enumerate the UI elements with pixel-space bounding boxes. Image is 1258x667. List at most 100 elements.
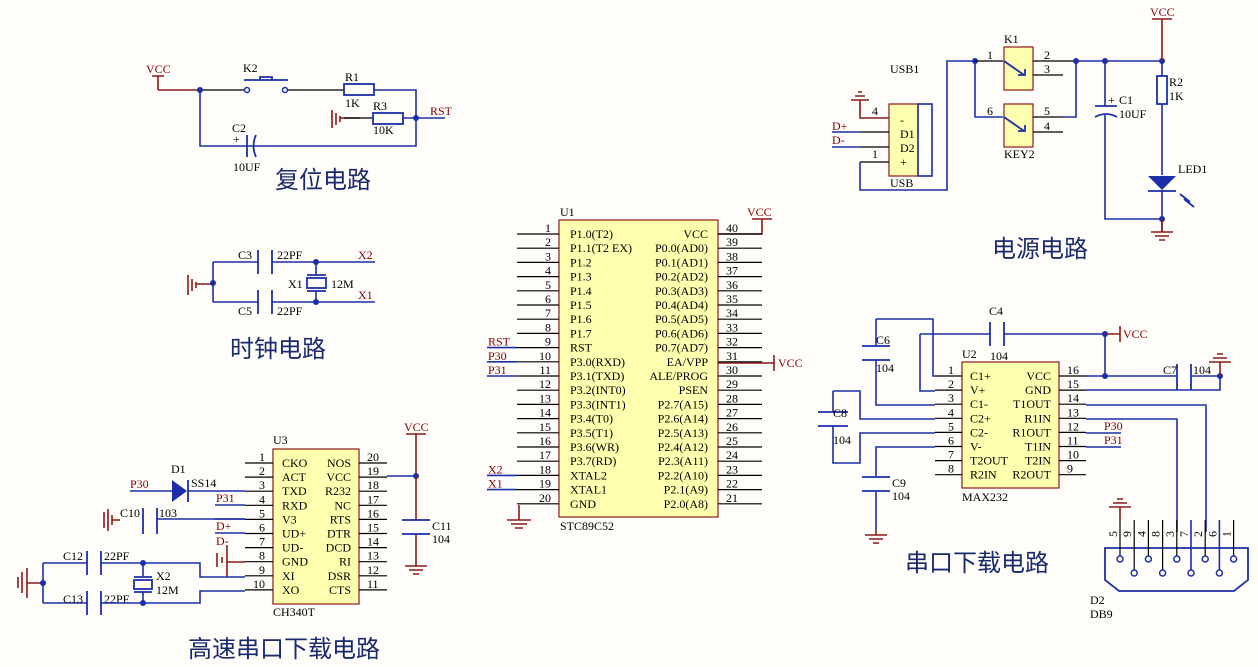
usb-pin-label: + xyxy=(900,155,907,169)
wire xyxy=(101,562,245,604)
wire xyxy=(875,318,935,406)
diode-d1 xyxy=(172,480,187,502)
pin-name: V- xyxy=(970,440,982,454)
junction xyxy=(140,560,146,566)
c10-label: C10 xyxy=(120,506,140,520)
pin-number: 4 xyxy=(545,264,551,278)
c2-value: 10UF xyxy=(233,160,261,174)
usb-body xyxy=(888,103,919,177)
pin-name: RXD xyxy=(282,498,308,512)
u1-ea-vcc-label: VCC xyxy=(778,356,803,370)
junction xyxy=(140,600,146,606)
junction xyxy=(1073,58,1079,64)
r3-label: R3 xyxy=(373,99,387,113)
resistor-r2 xyxy=(1156,75,1168,105)
vcc-symbol xyxy=(1105,326,1121,342)
ground-icon xyxy=(851,91,890,119)
switch-k1 xyxy=(1003,46,1034,91)
pin-number: 33 xyxy=(726,320,738,334)
net-label: RST xyxy=(488,335,511,349)
switch-lever xyxy=(1003,60,1026,76)
c5-value: 22PF xyxy=(277,304,303,318)
wire xyxy=(272,261,375,303)
pin-number: 5 xyxy=(948,419,954,433)
pin-number: 1 xyxy=(1220,531,1234,537)
c4-label: C4 xyxy=(989,304,1003,318)
pin-name: DTR xyxy=(327,527,351,541)
capacitor-c2 xyxy=(246,134,257,158)
pin-name: P0.5(AD5) xyxy=(655,312,708,326)
switch-contact xyxy=(281,86,289,94)
usb-pin-label: D2 xyxy=(900,141,915,155)
pin-number: 2 xyxy=(259,464,265,478)
crystal-x1 xyxy=(306,277,327,289)
pin-number: 14 xyxy=(539,406,551,420)
pin-number: 2 xyxy=(545,235,551,249)
pin-name: XO xyxy=(282,583,300,597)
pin-number: 5 xyxy=(545,278,551,292)
u2-ref: U2 xyxy=(962,347,977,361)
pin-name: P1.7 xyxy=(570,326,592,340)
pin-name: R2OUT xyxy=(1012,468,1051,482)
pin-number: 10 xyxy=(1067,448,1079,462)
pin-name: P0.0(AD0) xyxy=(655,241,708,255)
pin-number: 1 xyxy=(545,221,551,235)
crystal-plates xyxy=(307,274,326,292)
pin-number: 11 xyxy=(367,577,379,591)
wire xyxy=(1086,404,1207,532)
pin-number: 6 xyxy=(948,434,954,448)
pin-name: CTS xyxy=(329,583,351,597)
capacitors-c12-c13 xyxy=(86,551,102,615)
u3-p30-net: P30 xyxy=(130,477,149,491)
u3-part: CH340T xyxy=(273,605,316,619)
pin-number: 8 xyxy=(1149,531,1163,537)
u1-part: STC89C52 xyxy=(560,519,614,533)
switch-k2 xyxy=(244,76,288,81)
u3-p31-net: P31 xyxy=(216,491,235,505)
pin-name: VCC xyxy=(1026,369,1051,383)
capacitor-c5 xyxy=(257,290,273,314)
pin-number: 20 xyxy=(539,491,551,505)
u1-body xyxy=(558,219,719,518)
ground-icon xyxy=(405,476,427,575)
chip-pin: 33 P0.6(AD6) xyxy=(655,320,762,340)
pin-name: CKO xyxy=(282,456,308,470)
k-pin: 4 xyxy=(1044,119,1050,133)
d1-label: D1 xyxy=(171,462,186,476)
pin-name: P0.6(AD6) xyxy=(655,326,708,340)
pin-number: 1 xyxy=(259,450,265,464)
capacitor-c11 xyxy=(402,519,430,535)
reset-title: 复位电路 xyxy=(275,166,371,194)
dplus-net: D+ xyxy=(832,119,848,133)
vcc-symbol xyxy=(406,433,426,476)
pin-number: 35 xyxy=(726,292,738,306)
pin-name: P3.1(TXD) xyxy=(570,369,624,383)
pin-number: 40 xyxy=(726,221,738,235)
usb-pin4: 4 xyxy=(872,104,878,118)
pin-number: 15 xyxy=(1067,377,1079,391)
pin-name: P2.4(A12) xyxy=(658,440,708,454)
pin-name: VCC xyxy=(326,470,351,484)
x2-value: 12M xyxy=(156,583,179,597)
db9-pin: 1 xyxy=(1220,520,1238,563)
c2-plus: + xyxy=(233,132,240,146)
chip-pin: 20 GND xyxy=(517,491,596,511)
u2-vcc-label: VCC xyxy=(1123,327,1148,341)
ground-icon xyxy=(1151,219,1173,241)
pin-name: GND xyxy=(570,497,596,511)
